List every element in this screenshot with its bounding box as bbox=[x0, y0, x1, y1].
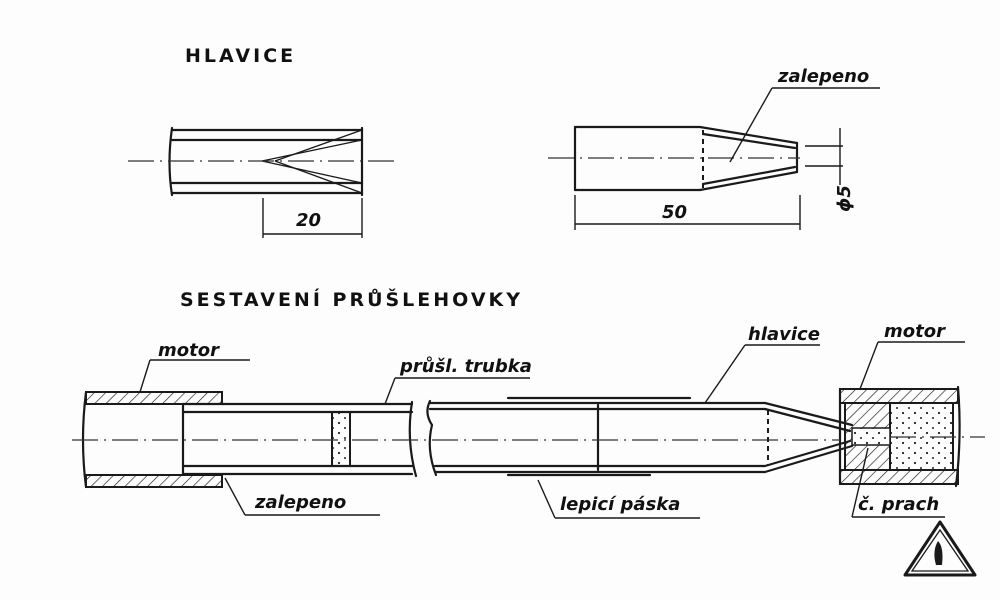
heading-head: HLAVICE bbox=[185, 45, 296, 67]
label-tape: lepicí páska bbox=[560, 494, 680, 515]
label-sealed-head: zalepeno bbox=[777, 66, 869, 87]
assembly-right-motor: motor č. prach bbox=[838, 321, 985, 518]
head-view-tapered: ϕ5 50 zalepeno bbox=[548, 66, 880, 230]
dimension-50: 50 bbox=[662, 202, 687, 223]
head-view-section: 20 bbox=[128, 126, 395, 238]
assembly-head: hlavice lepicí páska bbox=[426, 324, 854, 519]
label-sealed-assembly: zalepeno bbox=[254, 492, 346, 513]
publisher-logo bbox=[903, 520, 977, 577]
label-blowpipe-tube: průšl. trubka bbox=[399, 356, 532, 377]
assembly-blowpipe-tube: průšl. trubka zalepeno bbox=[181, 356, 532, 516]
heading-assembly: SESTAVENÍ PRŮŠLEHOVKY bbox=[180, 287, 523, 311]
assembly-left-motor: motor bbox=[81, 340, 250, 489]
label-motor-left: motor bbox=[158, 340, 220, 361]
label-head: hlavice bbox=[748, 324, 820, 345]
label-powder: č. prach bbox=[858, 494, 939, 515]
dimension-diameter-5: ϕ5 bbox=[834, 185, 855, 212]
label-motor-right: motor bbox=[884, 321, 946, 342]
dimension-20: 20 bbox=[296, 210, 321, 231]
